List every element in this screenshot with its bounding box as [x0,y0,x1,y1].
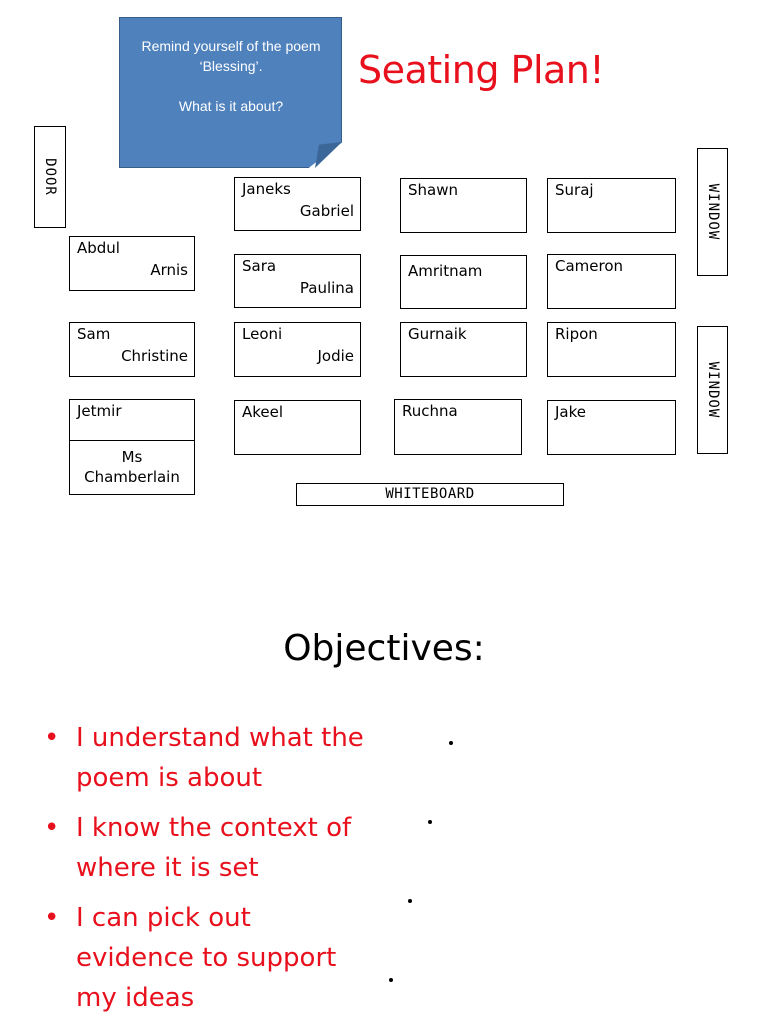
desk-name: Sam [77,325,111,343]
teacher-title: Ms [121,448,143,466]
door-box: DOOR [34,126,66,228]
objective-text: I can pick out evidence to support my id… [76,903,337,1013]
sticky-note-fold [315,142,342,168]
door-label: DOOR [42,158,58,196]
desk-name: Jake [555,403,586,421]
desk-name: Sara [242,257,277,275]
objective-item: • I understand what the poem is about [42,718,372,798]
desk-amritnam: Amritnam [400,255,527,309]
desk-name: Christine [121,347,188,365]
objective-item: • I can pick out evidence to support my i… [42,898,372,1018]
desk-jake: Jake [547,400,676,455]
objective-item: • I know the context of where it is set [42,808,372,888]
window-bottom-label: WINDOW [704,361,721,419]
desk-ruchna: Ruchna [394,399,522,455]
stray-dot [449,741,453,745]
sticky-note-text: Remind yourself of the poem ‘Blessing’. … [125,36,337,116]
page-title: Seating Plan! [358,48,605,92]
stray-dot [428,820,432,824]
desk-cameron: Cameron [547,254,676,309]
desk-name: Abdul [77,239,120,257]
desk-name: Leoni [242,325,283,343]
desk-name: Shawn [408,181,458,199]
desk-leoni-jodie: Leoni Jodie [234,322,361,377]
desk-name: Jodie [317,347,354,365]
bullet: • [44,903,60,933]
desk-name: Janeks [242,180,291,198]
desk-name: Ruchna [402,402,458,420]
desk-shawn: Shawn [400,178,527,233]
desk-teacher: Ms Chamberlain [69,440,195,495]
stray-dot [389,978,393,982]
whiteboard: WHITEBOARD [296,483,564,506]
teacher-surname: Chamberlain [84,468,180,486]
sticky-note [119,17,342,168]
desk-name: Gabriel [299,202,354,220]
desk-akeel: Akeel [234,400,361,455]
note-question: What is it about? [178,98,284,114]
desk-name: Cameron [555,257,624,275]
bullet: • [44,813,60,843]
desk-gurnaik: Gurnaik [400,322,527,377]
stray-dot [408,899,412,903]
desk-ripon: Ripon [547,322,676,377]
note-prompt: Remind yourself of the poem ‘Blessing’. [141,38,321,74]
desk-sara-paulina: Sara Paulina [234,254,361,308]
desk-name: Arnis [150,261,188,279]
window-top-label: WINDOW [704,183,721,241]
desk-name: Paulina [299,279,354,297]
desk-suraj: Suraj [547,178,676,233]
desk-name: Gurnaik [408,325,467,343]
desk-name: Amritnam [408,262,483,280]
objective-text: I know the context of where it is set [76,813,352,883]
desk-sam-christine: Sam Christine [69,322,195,377]
desk-name: Ripon [555,325,598,343]
desk-abdul-arnis: Abdul Arnis [69,236,195,291]
desk-name: Jetmir [77,402,122,420]
desk-janeks-gabriel: Janeks Gabriel [234,177,361,231]
objective-text: I understand what the poem is about [76,723,364,793]
window-bottom-box: WINDOW [697,326,728,454]
window-top-box: WINDOW [697,148,728,276]
desk-name: Akeel [242,403,284,421]
desk-jetmir: Jetmir [69,399,195,441]
bullet: • [44,723,60,753]
objectives-heading: Objectives: [283,628,485,669]
desk-name: Suraj [555,181,594,199]
objectives-list: • I understand what the poem is about • I … [42,718,372,1028]
